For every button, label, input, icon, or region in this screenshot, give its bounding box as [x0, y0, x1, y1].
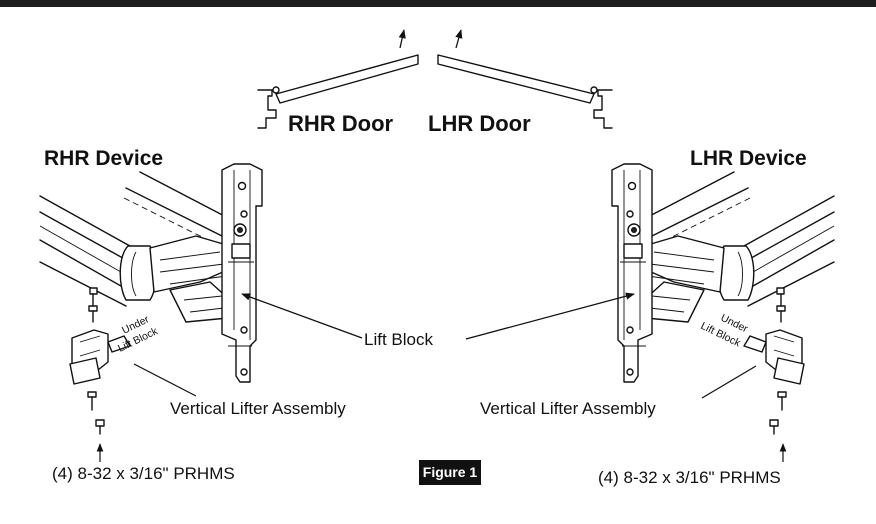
vertical-lifter-callout-left: Vertical Lifter Assembly — [170, 399, 346, 418]
figure-label: Figure 1 — [419, 460, 481, 485]
lhr-door-label: LHR Door — [428, 111, 531, 136]
rhr-screws — [87, 287, 105, 435]
lhr-door-pivot — [590, 86, 598, 94]
vertical-lifter-leader-left — [133, 363, 197, 397]
lift-block-leader-right — [465, 292, 635, 340]
lift-block-leader-left — [241, 293, 363, 339]
lhr-door-jamb — [593, 89, 613, 129]
rhr-door-label: RHR Door — [288, 111, 394, 136]
lhr-door-diagram — [437, 29, 613, 129]
screws-callout-right: (4) 8-32 x 3/16" PRHMS — [598, 468, 781, 487]
rhr-door-pivot — [272, 86, 280, 94]
rhr-door-leaf — [275, 54, 419, 104]
rhr-device-illustration — [39, 163, 263, 435]
lhr-door-leaf — [437, 54, 595, 104]
rhr-door-swing-arrow — [398, 29, 406, 49]
screws-callout-left: (4) 8-32 x 3/16" PRHMS — [52, 464, 235, 483]
rhr-door-diagram — [257, 29, 419, 129]
leader-lines — [96, 292, 787, 462]
lhr-device-title: LHR Device — [690, 147, 807, 170]
header-bar — [0, 0, 876, 7]
lhr-door-swing-arrow — [455, 29, 463, 49]
rhr-vertical-lifter-plate — [221, 163, 263, 383]
rhr-door-jamb — [257, 89, 277, 129]
vertical-lifter-callout-right: Vertical Lifter Assembly — [480, 399, 656, 418]
lift-block-callout: Lift Block — [364, 330, 433, 349]
rhr-under-lift-block-label: Under Lift Block — [116, 313, 160, 355]
vertical-lifter-leader-right — [701, 365, 757, 399]
lhr-device-illustration — [611, 163, 835, 435]
rhr-device-title: RHR Device — [44, 147, 163, 170]
lhr-under-lift-block-label: Under Lift Block — [699, 312, 750, 350]
